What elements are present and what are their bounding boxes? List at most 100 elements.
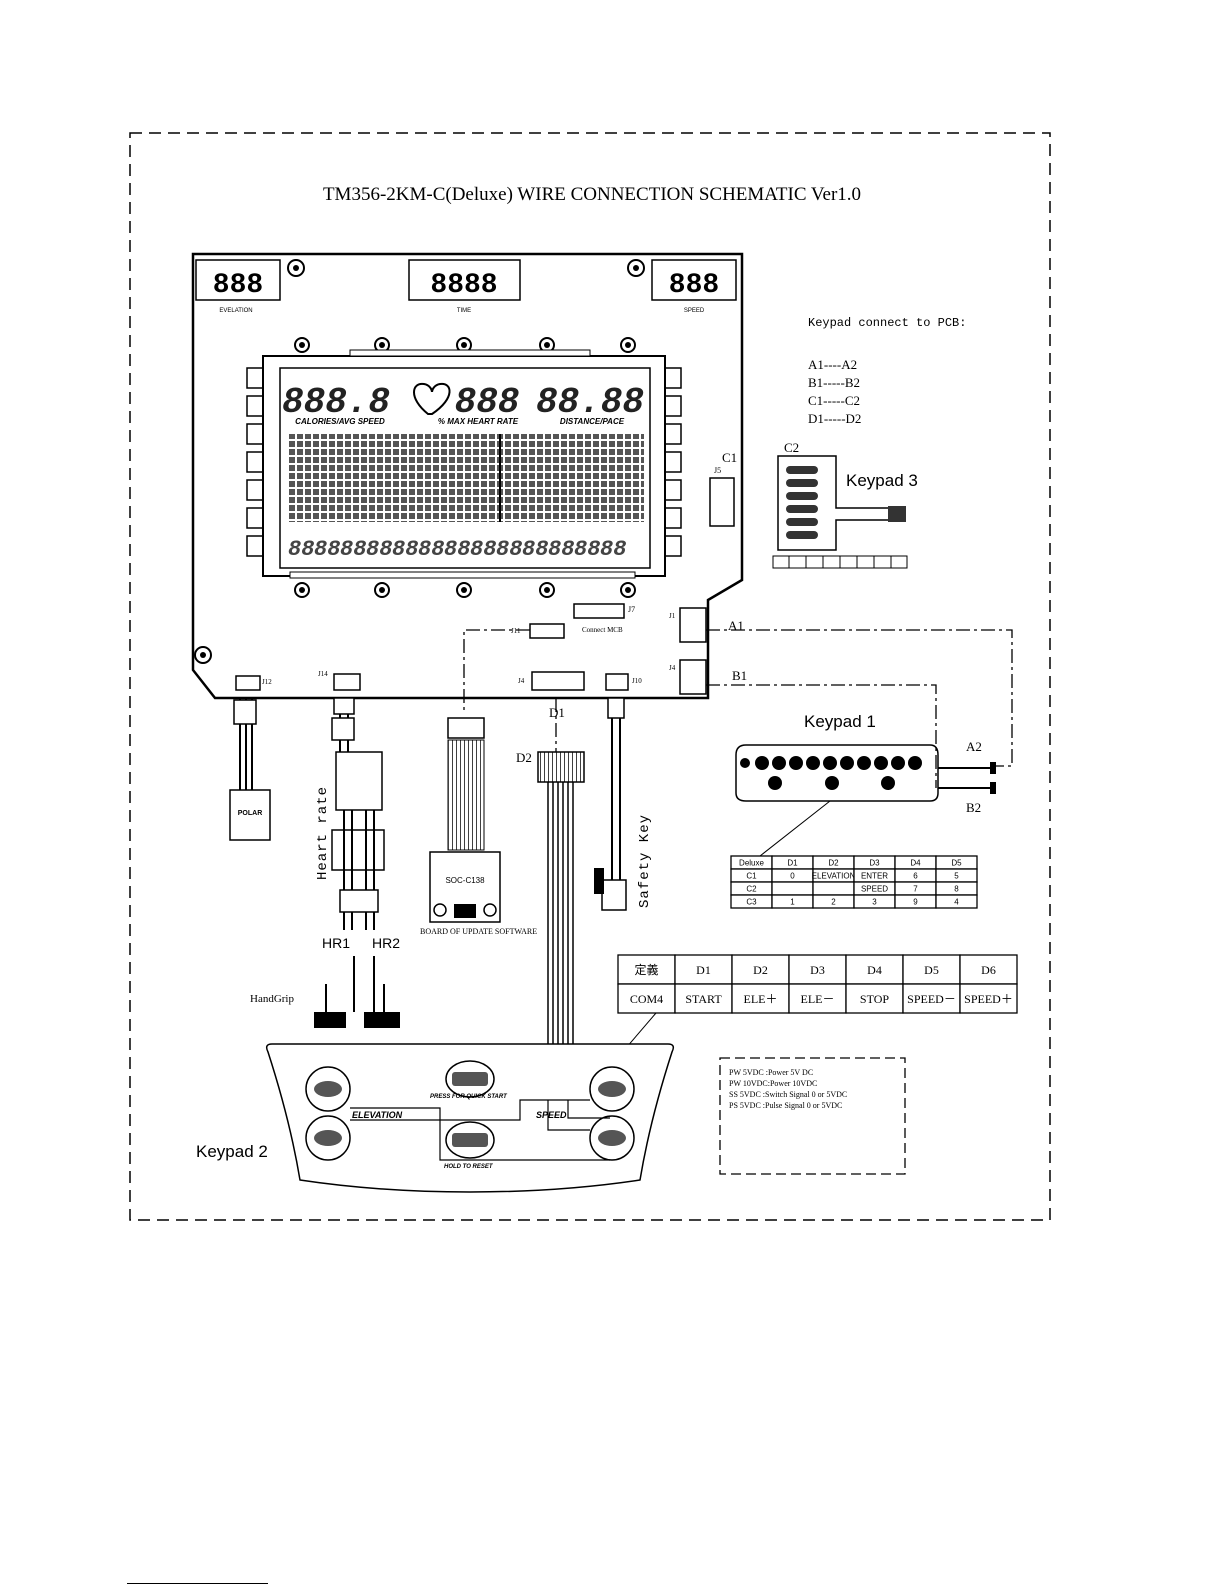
table-cell (788, 983, 847, 1014)
svg-text:88: 88 (548, 537, 574, 562)
svg-text:Connect MCB: Connect MCB (582, 626, 623, 634)
time-label: TIME (457, 308, 471, 314)
svg-text:J4: J4 (669, 664, 676, 672)
table-cell-text: D2 (753, 963, 768, 977)
svg-text:88: 88 (366, 537, 392, 562)
connector-j14 (333, 673, 361, 691)
svg-text:88: 88 (600, 537, 626, 562)
table-cell-text: 7 (913, 884, 918, 893)
soc-label: SOC-C138 (445, 876, 485, 885)
board-note: BOARD OF UPDATE SOFTWARE (420, 927, 537, 936)
outer-frame (129, 132, 1051, 1221)
dot-matrix (288, 434, 644, 522)
elevation-display (195, 259, 281, 301)
table-cell (845, 983, 904, 1014)
svg-text:J7: J7 (628, 605, 635, 614)
svg-text:ELEVATION: ELEVATION (352, 1110, 403, 1120)
keypad2-label: Keypad 2 (196, 1142, 268, 1161)
svg-text:J1: J1 (669, 612, 676, 620)
connector-j12 (235, 675, 261, 691)
polar-label: POLAR (238, 810, 263, 817)
svg-text:88: 88 (470, 537, 496, 562)
speed-display (651, 259, 737, 301)
table-cell-text: START (685, 992, 722, 1006)
table-cell-text: C1 (746, 871, 757, 880)
table-cell-text: ELEVATION (812, 871, 856, 880)
svg-text:B1-----B2: B1-----B2 (808, 375, 860, 390)
svg-text:88: 88 (444, 537, 470, 562)
keypad3: C1 C2 Keypad 3 (722, 440, 918, 569)
svg-text:888.8: 888.8 (282, 382, 390, 423)
heart-rate-label: Heart rate (315, 786, 331, 880)
svg-text:J11: J11 (511, 627, 521, 635)
table-cell-text: D4 (910, 858, 921, 867)
table-cell (771, 881, 814, 896)
table-cell-text: D5 (924, 963, 939, 977)
table-cell (812, 881, 855, 896)
svg-text:J4: J4 (518, 677, 525, 685)
svg-text:8888: 8888 (430, 270, 497, 301)
lcd-label-left: CALORIES/AVG SPEED (295, 417, 385, 426)
svg-text:J14: J14 (318, 670, 328, 678)
svg-text:88: 88 (288, 537, 314, 562)
heart-icon (413, 382, 451, 415)
table-cell (902, 954, 961, 985)
svg-text:C1: C1 (722, 450, 737, 465)
svg-text:HR1: HR1 (322, 935, 350, 951)
svg-text:PW 10VDC:Power 10VDC: PW 10VDC:Power 10VDC (729, 1079, 817, 1088)
connector-j7 (573, 603, 625, 619)
svg-text:D1-----D2: D1-----D2 (808, 411, 861, 426)
safety-key: Safety Key (594, 697, 653, 911)
connector-j5 (709, 477, 735, 527)
connector-j11 (529, 623, 565, 639)
table-cell (617, 983, 676, 1014)
svg-text:SPEED: SPEED (536, 1110, 567, 1120)
table-cell-text: D1 (787, 858, 798, 867)
svg-text:88.88: 88.88 (536, 382, 644, 423)
svg-text:PS 5VDC :Pulse Signal 0 or 5VD: PS 5VDC :Pulse Signal 0 or 5VDC (729, 1101, 842, 1110)
table-cell-text: D5 (951, 858, 962, 867)
footer-rule (127, 1583, 268, 1584)
keypad3-label: Keypad 3 (846, 471, 918, 490)
svg-text:SS 5VDC :Switch Signal 0 or 5V: SS 5VDC :Switch Signal 0 or 5VDC (729, 1090, 847, 1099)
svg-text:888: 888 (669, 270, 719, 301)
svg-text:88: 88 (522, 537, 548, 562)
svg-text:88: 88 (392, 537, 418, 562)
table-cell-text: Deluxe (739, 858, 764, 867)
table-cell-text: 6 (913, 871, 918, 880)
power-legend: PW 5VDC :Power 5V DC PW 10VDC:Power 10VD… (719, 1057, 906, 1175)
svg-text:PW 5VDC :Power 5V DC: PW 5VDC :Power 5V DC (729, 1068, 813, 1077)
table-cell (845, 954, 904, 985)
svg-text:888: 888 (213, 270, 263, 301)
table-cell (959, 983, 1018, 1014)
svg-text:J5: J5 (714, 466, 721, 475)
table-cell-text: D1 (696, 963, 711, 977)
lcd-label-center: % MAX HEART RATE (438, 417, 519, 426)
table-cell-text: SPEED＋ (964, 992, 1013, 1006)
svg-text:C1-----C2: C1-----C2 (808, 393, 860, 408)
update-software-board: SOC-C138 BOARD OF UPDATE SOFTWARE (420, 717, 537, 936)
connector-j4 (531, 671, 585, 691)
table-cell-text: ELE＋ (744, 992, 778, 1006)
table-cell-text: D3 (869, 858, 880, 867)
table-cell-text: C2 (746, 884, 757, 893)
table-cell-text: 4 (954, 897, 959, 906)
table-cell-text: 3 (872, 897, 877, 906)
elevation-label: EVELATION (219, 308, 252, 314)
time-display (408, 259, 521, 301)
table-cell-text: 1 (790, 897, 795, 906)
svg-text:88: 88 (314, 537, 340, 562)
lcd-panel: 888.8 888 88.88 CALORIES/AVG SPEED % MAX… (246, 349, 682, 579)
svg-text:A2: A2 (966, 739, 982, 754)
table-cell-text: C3 (746, 897, 757, 906)
keypad1-label: Keypad 1 (804, 712, 876, 731)
svg-text:88: 88 (418, 537, 444, 562)
table-cell (617, 954, 676, 985)
keypad2-overlay: ELEVATION PRESS FOR QUICK START HOLD TO … (196, 1043, 675, 1193)
table-cell (935, 894, 978, 909)
table-cell-text: STOP (860, 992, 889, 1006)
table-cell (731, 954, 790, 985)
table-cell-text: COM4 (630, 992, 663, 1006)
